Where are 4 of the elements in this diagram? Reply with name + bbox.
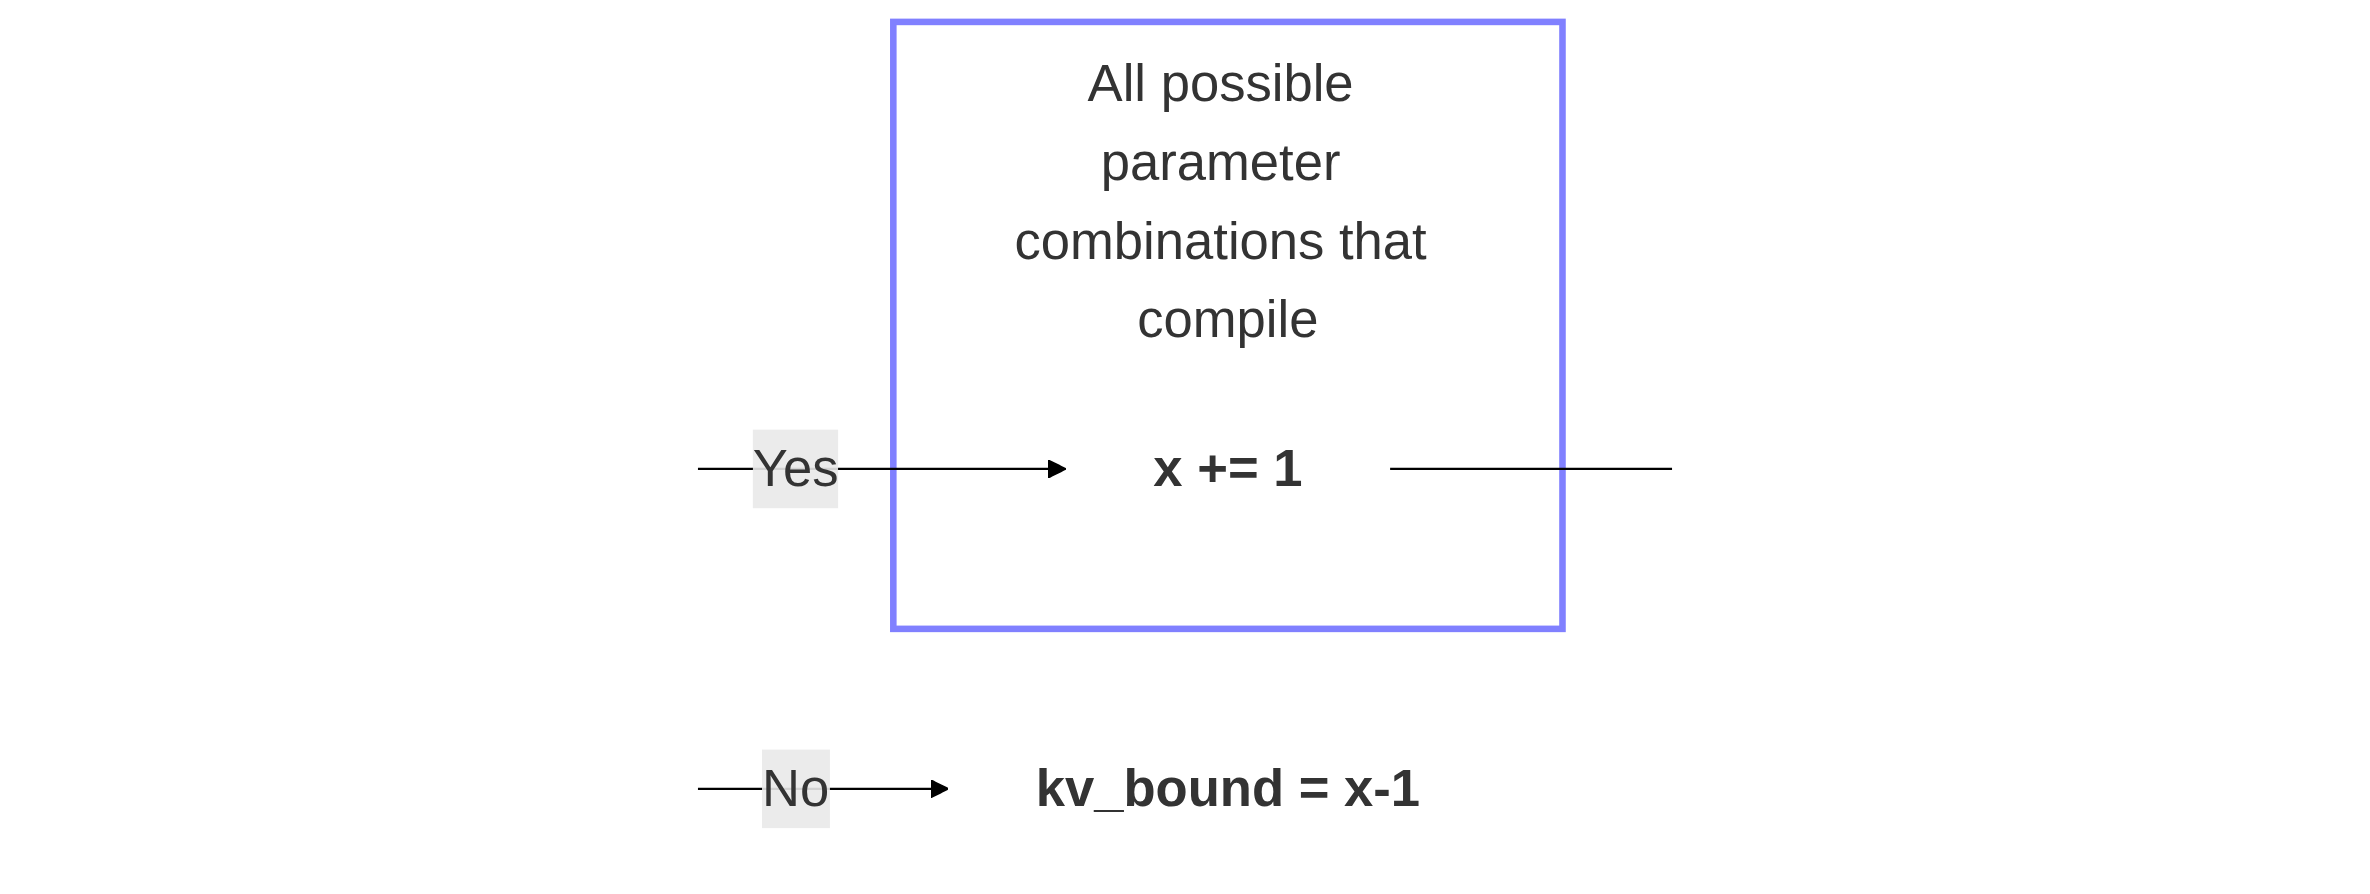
edge-label: Yes [752,438,839,498]
node-text: x += 1 [1153,438,1303,498]
node-text: kv_bound = x-1 [1035,758,1421,818]
edge-label: No [762,758,830,818]
